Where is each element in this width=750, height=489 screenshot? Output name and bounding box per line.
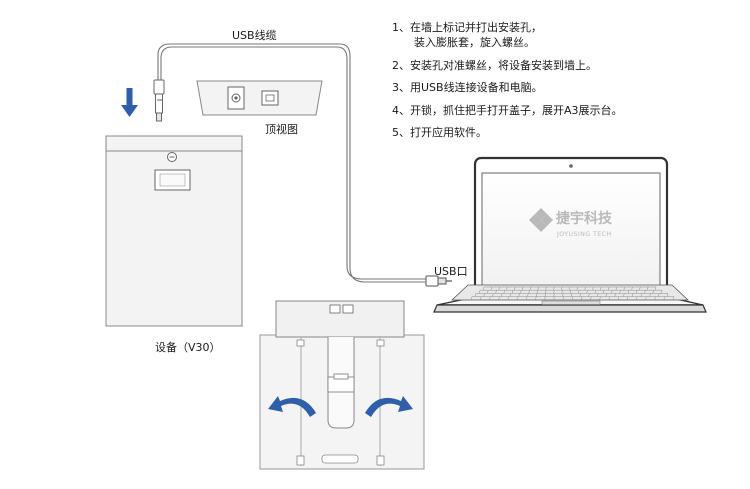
down-arrow-icon — [121, 88, 138, 117]
instruction-steps: 1、在墙上标记并打出安装孔， 装入膨胀套，旋入螺丝。 2、安装孔对准螺丝，将设备… — [392, 20, 623, 148]
step-item: 2、安装孔对准螺丝，将设备安装到墙上。 — [392, 58, 623, 73]
brand-name-cn: 捷宇科技 — [556, 210, 613, 227]
usb-cable — [157, 43, 428, 283]
brand-logo: 捷宇科技 JOYUSING TECH — [529, 208, 613, 238]
a3-display-stand — [259, 300, 425, 470]
curved-arrow-right-icon — [365, 396, 413, 417]
device-label: 设备（V30） — [155, 341, 221, 354]
curved-arrow-left-icon — [268, 396, 316, 417]
step-item: 4、开锁，抓住把手打开盖子，展开A3展示台。 — [392, 103, 623, 118]
step-line: 4、开锁，抓住把手打开盖子，展开A3展示台。 — [392, 103, 623, 117]
usb-cable-label: USB线缆 — [232, 29, 277, 42]
step-line: 3、用USB线连接设备和电脑。 — [392, 81, 543, 94]
step-item: 1、在墙上标记并打出安装孔， 装入膨胀套，旋入螺丝。 — [392, 20, 623, 50]
lock-icon — [167, 152, 177, 162]
step-line-continued: 装入膨胀套，旋入螺丝。 — [414, 36, 535, 49]
brand-name-en: JOYUSING TECH — [556, 231, 612, 238]
usb-port-label: USB口 — [434, 265, 468, 278]
step-item: 3、用USB线连接设备和电脑。 — [392, 80, 623, 95]
usb-connector-icon — [153, 79, 165, 122]
step-line: 2、安装孔对准螺丝，将设备安装到墙上。 — [392, 58, 597, 72]
top-view-panel — [196, 80, 323, 116]
laptop — [433, 156, 707, 313]
laptop-keyboard — [470, 286, 675, 300]
device-front-view — [105, 135, 243, 327]
step-line: 1、在墙上标记并打出安装孔， — [392, 21, 542, 34]
step-item: 5、打开应用软件。 — [392, 125, 623, 140]
step-line: 5、打开应用软件。 — [392, 126, 487, 139]
brand-mark-icon — [529, 208, 553, 232]
usb-plug-icon — [425, 275, 452, 287]
top-view-label: 顶视图 — [265, 123, 298, 136]
